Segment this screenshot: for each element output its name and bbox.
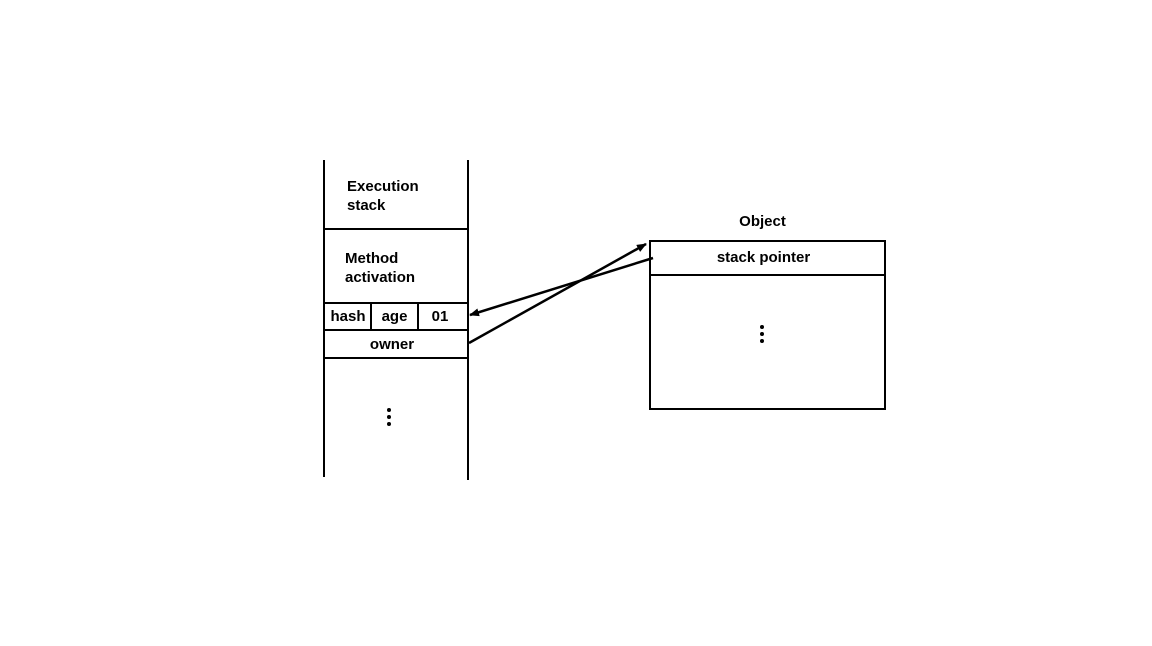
owner-to-object-arrow [468,242,647,345]
lock-bits-cell: 01 [431,308,449,325]
object-box [649,240,886,410]
stack-ellipsis [386,408,392,429]
stack-pointer-to-header-arrow [469,256,654,317]
method-activation-label: Method activation [345,249,415,287]
execution-stack-label-line1: Execution [347,178,419,195]
execution-stack-label: Execution stack [347,177,419,215]
age-cell: age [381,308,408,325]
object-title: Object [739,213,786,230]
object-ellipsis [759,325,765,346]
method-activation-label-line1: Method [345,250,399,267]
hash-cell: hash [330,308,366,325]
method-activation-label-line2: activation [345,269,416,286]
stack-pointer-field: stack pointer [716,249,811,266]
execution-stack-label-line2: stack [347,197,386,214]
owner-cell: owner [369,336,415,353]
